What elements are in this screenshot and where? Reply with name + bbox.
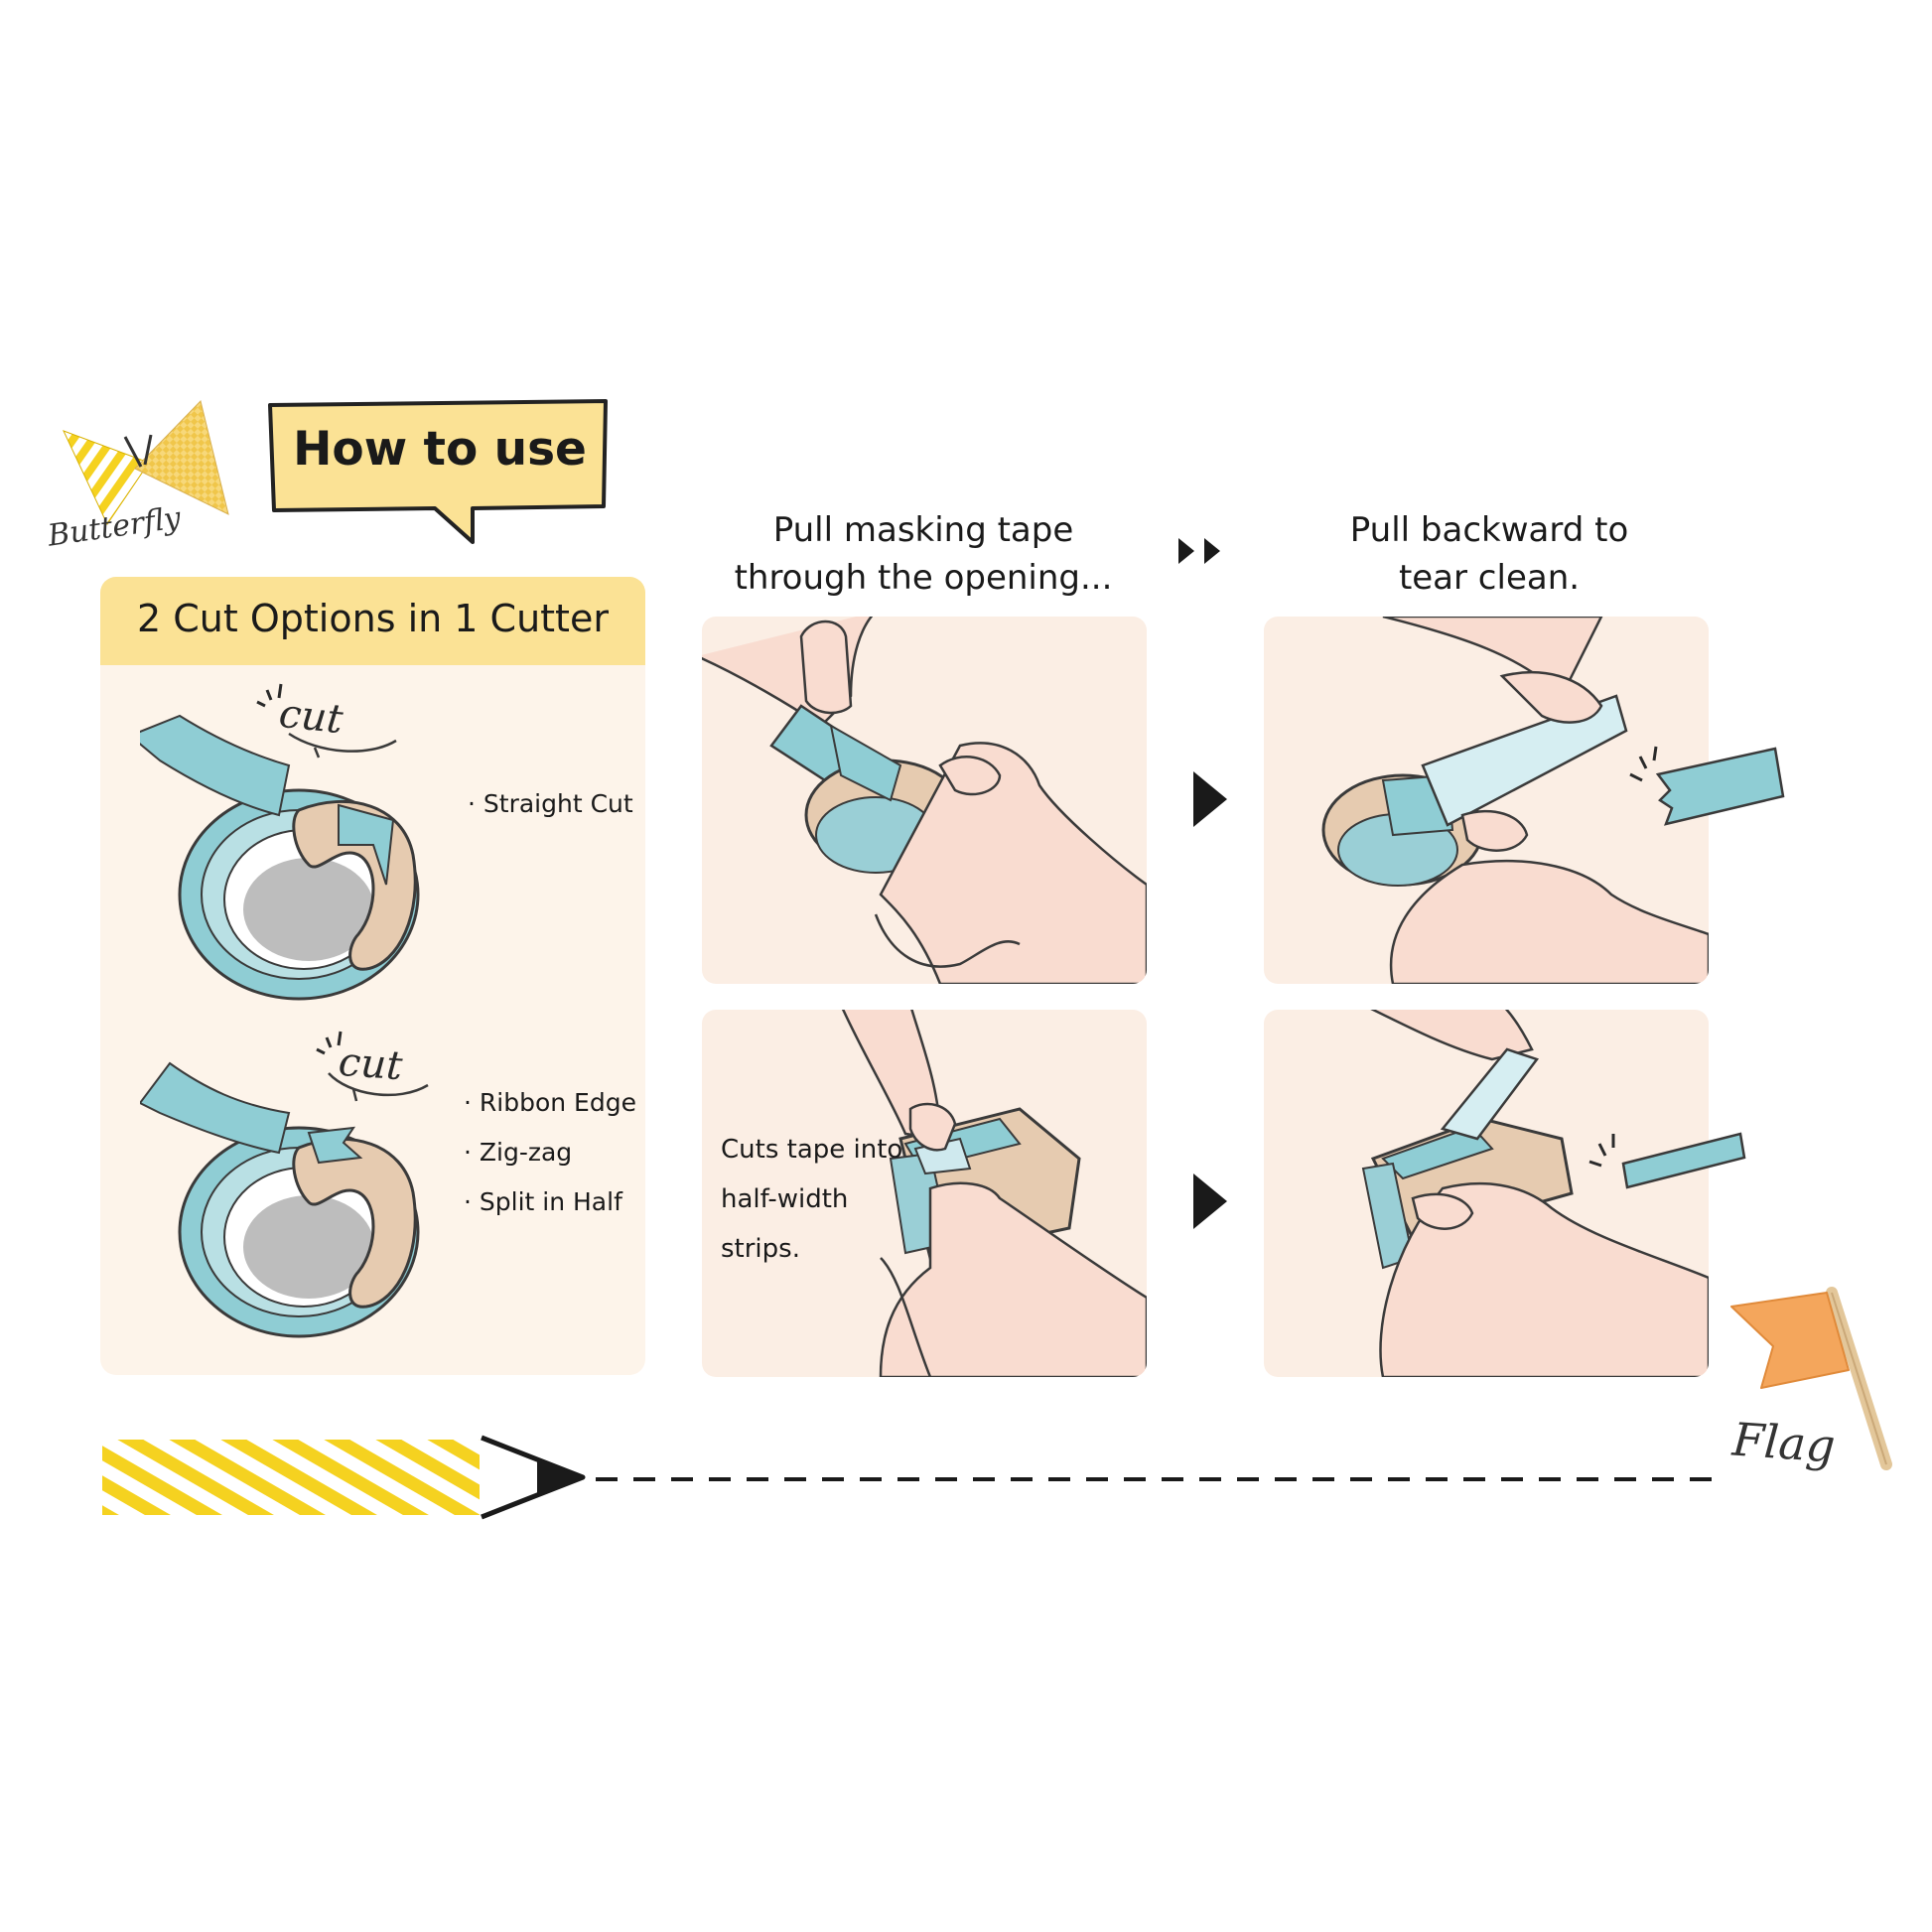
tape-roll-straight-cut-illustration [140,714,420,1001]
option-ribbon-edge: · Ribbon Edge [464,1088,636,1117]
how-to-use-callout [266,397,614,546]
arrow-right-icon [1193,771,1227,827]
flag-label: Flag [1730,1412,1838,1473]
spark-icon [316,1031,343,1055]
pull-half-tape-illustration [841,1010,1147,1377]
striped-pencil-icon [102,1435,586,1520]
step2-half-panel [1264,1010,1709,1377]
step1-caption: Pull masking tape through the opening... [734,510,1113,598]
torn-half-strip-icon [1588,1132,1746,1189]
option-straight-cut: · Straight Cut [468,789,633,818]
half-width-note-line3: strips. [721,1234,800,1264]
arrow-right-icon [1193,1173,1227,1229]
tear-tape-illustration [1321,617,1709,984]
option-zig-zag: · Zig-zag [464,1138,573,1167]
half-width-note-line2: half-width [721,1184,849,1214]
speech-bubble-icon [268,399,608,544]
tear-half-tape-illustration [1361,1010,1709,1377]
butterfly-logo [40,397,238,586]
cut-options-panel: 2 Cut Options in 1 Cutter cut · Straight… [100,577,645,1375]
butterfly-icon [63,400,229,526]
spark-icon [256,683,283,708]
tape-roll-shaped-cut-illustration [140,1061,429,1338]
page-title: How to use [293,422,587,477]
half-width-note-line1: Cuts tape into [721,1135,903,1165]
step2-caption: Pull backward to tear clean. [1349,510,1629,598]
flag-icon [1730,1287,1892,1470]
pull-tape-illustration [702,617,1147,984]
dashed-path-line [596,1477,1713,1481]
step1-half-panel [702,1010,1147,1377]
step2-straight-panel [1264,617,1709,984]
option-split-in-half: · Split in Half [464,1187,622,1216]
torn-tape-strip-icon [1629,746,1785,826]
cut-options-header: 2 Cut Options in 1 Cutter [137,597,609,640]
step1-straight-panel [702,617,1147,984]
double-arrow-icon [1178,538,1220,564]
cut-options-header-bar [100,577,645,665]
